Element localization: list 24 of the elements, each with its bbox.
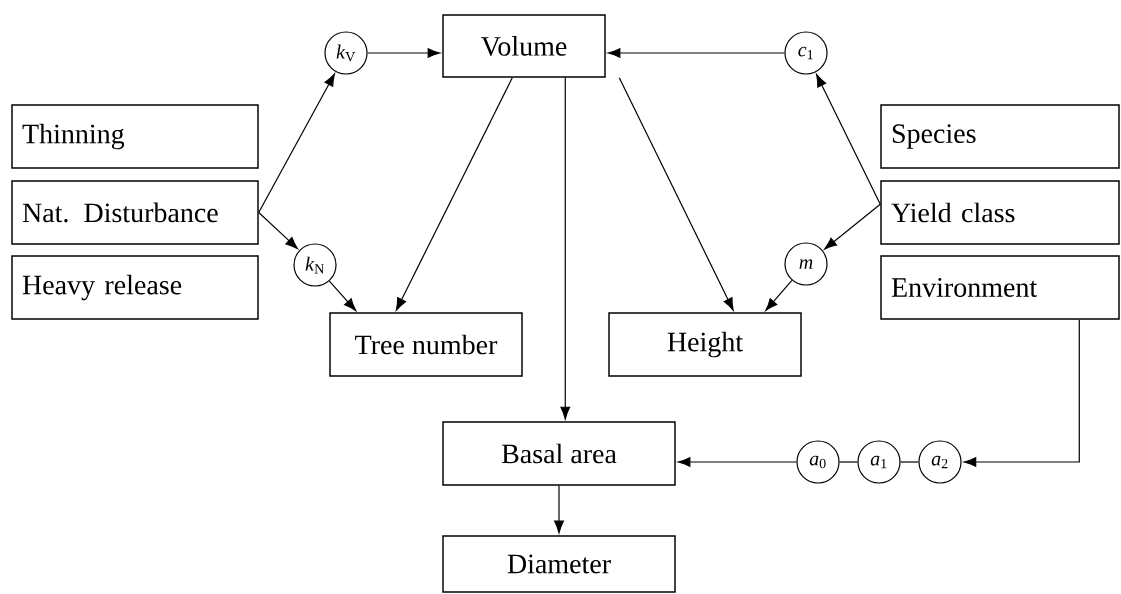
process-box: Height <box>608 312 802 377</box>
arrow <box>367 48 441 58</box>
process-box: Volume <box>442 14 606 78</box>
process-box: Heavy release <box>11 255 259 320</box>
arrow <box>824 203 881 250</box>
arrow <box>328 280 357 311</box>
arrow <box>816 74 881 205</box>
process-box: Basal area <box>442 421 676 486</box>
arrow <box>258 211 298 250</box>
arrow <box>554 485 564 534</box>
arrow <box>560 77 571 420</box>
arrow <box>395 77 513 311</box>
process-box: Thinning <box>11 104 259 169</box>
process-box: Tree number <box>329 312 523 377</box>
arrow <box>607 48 785 58</box>
arrow <box>963 319 1080 467</box>
process-box: Species <box>880 104 1120 169</box>
arrow <box>765 279 793 311</box>
arrow <box>677 457 797 467</box>
process-box: Nat. Disturbance <box>11 180 259 245</box>
arrow <box>258 73 336 214</box>
process-box: Environment <box>880 255 1120 320</box>
process-box: Yield class <box>880 180 1120 245</box>
process-box: Diameter <box>442 535 676 593</box>
